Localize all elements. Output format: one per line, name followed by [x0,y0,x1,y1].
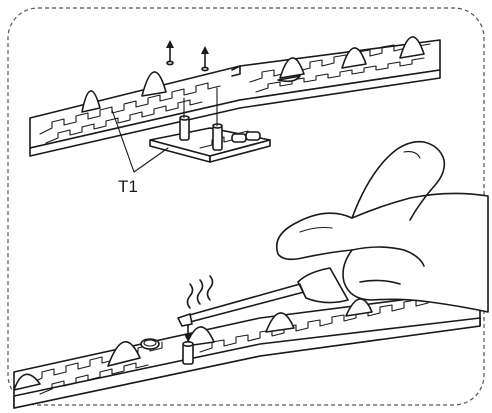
lower-tooth-3 [265,312,295,333]
hand [275,140,489,313]
component-pin-left [179,117,190,141]
lower-round-pad-inner [143,339,157,347]
board-cylinder-b [245,131,261,141]
lower-tooth-edge [13,373,41,391]
lifted-board-right-edge [209,139,271,163]
removal-hole-left [166,60,174,66]
insert-arrow-head [184,334,192,342]
iron-handle [297,267,349,304]
upper-tooth-3 [279,57,305,79]
t1-leader-b [133,147,169,173]
heat-waves [186,275,214,309]
lower-chain-pattern-b [199,294,453,353]
upper-tooth-4 [341,47,367,69]
iron-handle-ring [299,283,307,299]
removal-arrows [166,40,209,72]
lower-strip-edge [13,317,481,409]
upper-strip [29,36,441,157]
board-cylinder-a [231,133,247,143]
removal-arrow-left-head [166,40,174,48]
upper-strip-edge [29,69,441,157]
soldering-iron [177,267,349,327]
upper-chain-pattern-c [45,99,203,144]
hand-outline [275,192,489,313]
lower-chain-pattern-c [39,362,149,395]
upper-chain-pattern-a [39,82,221,135]
t1-callout: T1 [111,109,169,196]
lifted-board [149,87,271,163]
hand-thumb [351,140,446,221]
heat-wave-2 [196,279,204,305]
component-pin-right [212,125,223,151]
iron-tip [177,313,193,327]
hand-middle-crease [359,279,401,285]
upper-tooth-1 [81,90,101,113]
thumb-nail [403,151,421,159]
upper-tooth-5 [399,36,425,59]
index-fingertip-nail [299,226,333,233]
t1-label: T1 [118,177,138,196]
lower-round-pad [140,338,160,350]
upper-chain-pattern-d [255,57,425,93]
heat-wave-1 [186,283,194,309]
t1-leader-a [111,109,135,173]
removal-arrow-right-head [201,46,209,54]
removal-hole-right [201,66,209,72]
lower-strip [13,289,481,409]
upper-notch [231,65,241,77]
heat-wave-3 [206,275,214,301]
lower-component-pin-top [182,340,194,347]
upper-tooth-2 [141,71,167,97]
lower-tooth-1 [107,341,141,367]
hand-index-crease [351,246,425,267]
upper-tooth-flat [277,75,301,83]
